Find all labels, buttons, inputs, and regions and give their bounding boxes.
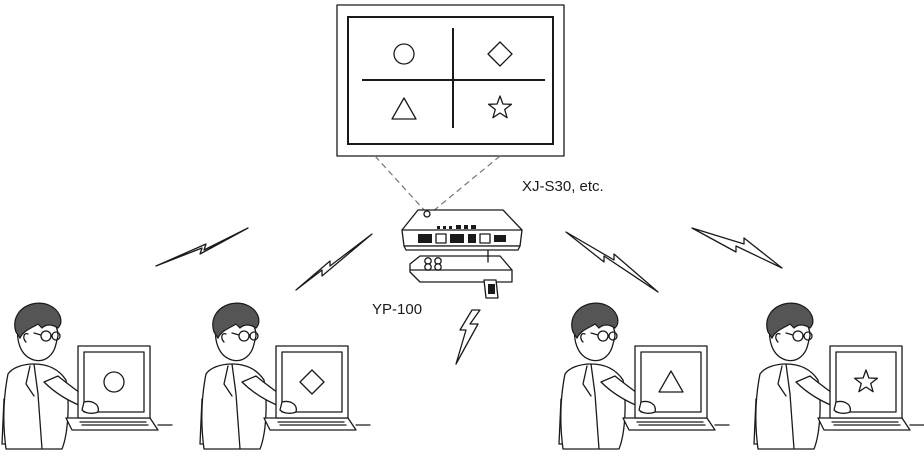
wireless-signal-icon	[295, 233, 373, 291]
projection-screen	[336, 4, 565, 157]
wireless-adapter	[409, 249, 513, 299]
projector	[401, 209, 523, 251]
wireless-signal-icon	[691, 227, 783, 269]
wireless-signal-icon	[455, 309, 481, 365]
projection-beam	[374, 155, 501, 213]
wireless-signal-icon	[155, 227, 249, 267]
user-2-with-laptop	[199, 302, 371, 450]
wireless-signal-icon	[565, 231, 659, 293]
user-3-with-laptop	[558, 302, 730, 450]
wireless-signal-icons	[155, 227, 783, 365]
adapter-label: YP-100	[372, 301, 422, 318]
user-1-with-laptop	[1, 302, 173, 450]
projector-label: XJ-S30, etc.	[522, 178, 604, 195]
user-4-with-laptop	[753, 302, 924, 450]
